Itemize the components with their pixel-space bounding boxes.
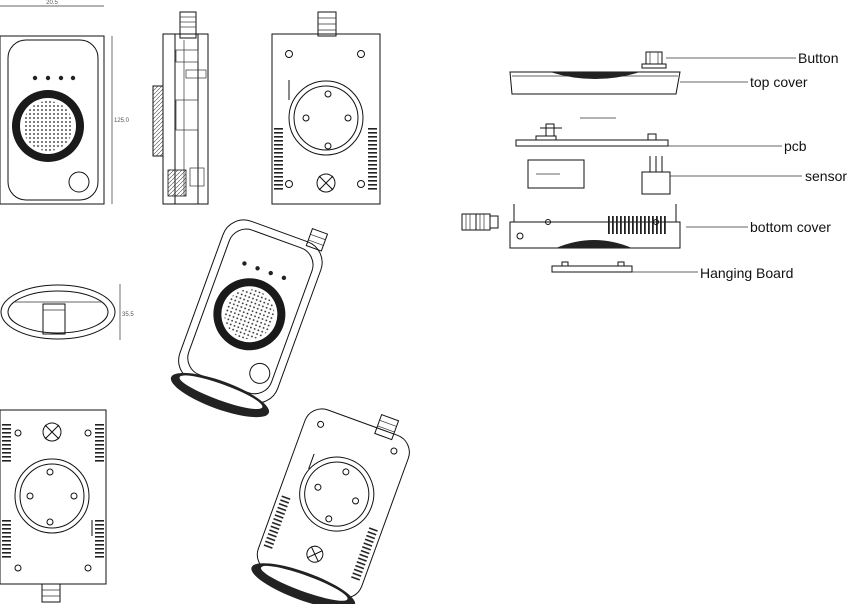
label-sensor: sensor [805,168,847,184]
button-part [641,51,667,69]
dimension-width: 20.5 [46,0,58,6]
label-button: Button [798,50,838,66]
bottom-cover-part [461,204,681,249]
label-pcb: pcb [784,138,807,154]
exploded-view: Button top cover pcb sensor bottom cover… [461,50,847,281]
label-top-cover: top cover [750,74,808,90]
side-section-view [152,11,209,205]
isometric-front-view [170,219,329,418]
isometric-back-view [251,408,410,609]
back-view [271,11,381,205]
dimension-depth: 35.5 [122,312,134,318]
hanging-board-part [551,261,633,273]
dimension-height: 125.0 [114,118,130,124]
label-hanging-board: Hanging Board [700,265,793,281]
bottom-view [0,409,107,603]
label-bottom-cover: bottom cover [750,219,831,235]
sensor-part [641,156,671,195]
top-view: 35.5 [0,284,134,340]
pcb-part [515,123,669,189]
leader-lines [632,57,802,273]
top-cover-part [509,71,681,119]
front-view: 20.5 125.0 [0,0,130,205]
